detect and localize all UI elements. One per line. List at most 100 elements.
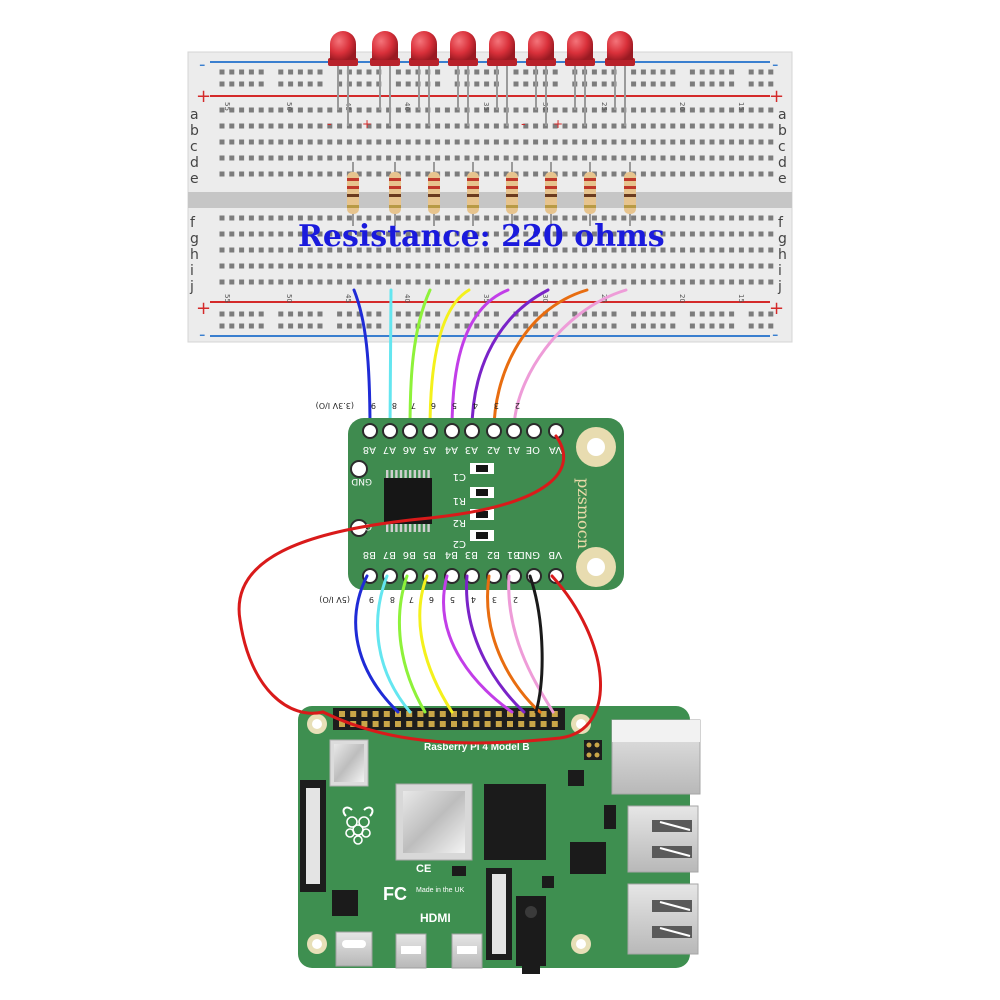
hole: [572, 215, 578, 221]
row-letter-c-left: c: [190, 139, 198, 155]
wires-top: [352, 288, 628, 432]
hole: [258, 231, 264, 237]
rail-plus-left-bottom: +: [196, 298, 211, 319]
r1-label: R1: [453, 495, 466, 506]
hole: [758, 231, 764, 237]
hole: [239, 279, 245, 285]
hole: [758, 279, 764, 285]
hole: [297, 107, 303, 113]
hole: [611, 123, 617, 129]
rail-minus-left-bottom: -: [199, 324, 206, 345]
hole: [219, 171, 225, 177]
wire-blue-top: [352, 288, 372, 432]
rail-hole: [640, 81, 646, 87]
hole: [219, 139, 225, 145]
rail-hole: [288, 311, 294, 317]
hole: [248, 123, 254, 129]
pin-label-top: A8: [363, 444, 376, 455]
hole: [699, 247, 705, 253]
hole: [219, 107, 225, 113]
audio-jack: [516, 896, 546, 974]
hole: [562, 247, 568, 253]
hole: [719, 107, 725, 113]
rail-hole: [582, 323, 588, 329]
hole: [650, 263, 656, 269]
rail-hole: [768, 323, 774, 329]
hole: [650, 247, 656, 253]
rail-hole: [768, 69, 774, 75]
pin-label-bottom: B1: [507, 549, 520, 560]
led-5: [487, 31, 517, 126]
hole: [562, 215, 568, 221]
hole: [248, 215, 254, 221]
rail-hole: [337, 323, 343, 329]
rail-hole: [709, 323, 715, 329]
hole: [660, 263, 666, 269]
rail-hole: [523, 311, 529, 317]
rail-hole: [660, 81, 666, 87]
hole: [376, 247, 382, 253]
hole: [317, 247, 323, 253]
gpio-pin: [518, 711, 525, 717]
hole: [591, 247, 597, 253]
hole: [631, 263, 637, 269]
hole: [337, 231, 343, 237]
hole: [435, 279, 441, 285]
pin-label-top: A5: [423, 444, 436, 455]
rail-hole: [650, 81, 656, 87]
rail-hole: [709, 81, 715, 87]
hole: [709, 139, 715, 145]
hole: [474, 155, 480, 161]
hole: [689, 171, 695, 177]
hole: [278, 231, 284, 237]
hole: [268, 247, 274, 253]
column-number: 20: [678, 102, 686, 111]
hole: [601, 155, 607, 161]
wire-va-red: [237, 434, 566, 715]
gpio-label: 6: [429, 595, 434, 604]
hole: [493, 247, 499, 253]
hole: [395, 215, 401, 221]
pin-label-top: A2: [487, 444, 500, 455]
wire-orange-top: [492, 288, 589, 432]
gpio-pin: [395, 711, 401, 717]
hole: [768, 247, 774, 253]
rail-hole: [317, 69, 323, 75]
rail-hole: [572, 311, 578, 317]
hole: [239, 139, 245, 145]
rail-hole: [278, 323, 284, 329]
hole: [670, 155, 676, 161]
hole: [542, 231, 548, 237]
hole: [552, 231, 558, 237]
hole: [503, 215, 509, 221]
column-number: 25: [600, 102, 608, 111]
hole: [248, 247, 254, 253]
rail-hole: [640, 323, 646, 329]
rail-hole: [229, 81, 235, 87]
rail-hole: [640, 69, 646, 75]
hole: [454, 155, 460, 161]
hole: [640, 215, 646, 221]
hole: [337, 123, 343, 129]
hole: [621, 123, 627, 129]
hole: [591, 155, 597, 161]
usb-c-port: [335, 931, 373, 967]
gpio-label: 3: [492, 595, 497, 604]
hole: [297, 263, 303, 269]
hole: [729, 279, 735, 285]
hole: [444, 215, 450, 221]
hole: [454, 171, 460, 177]
hole: [631, 139, 637, 145]
rail-hole: [219, 81, 225, 87]
hole: [709, 123, 715, 129]
hole: [640, 155, 646, 161]
led-4: [448, 31, 478, 126]
hole: [523, 263, 529, 269]
rail-hole: [572, 323, 578, 329]
hole: [288, 247, 294, 253]
gpio-pin: [473, 721, 480, 727]
hole: [444, 171, 450, 177]
hole: [699, 171, 705, 177]
hole: [405, 247, 411, 253]
hole: [464, 171, 470, 177]
